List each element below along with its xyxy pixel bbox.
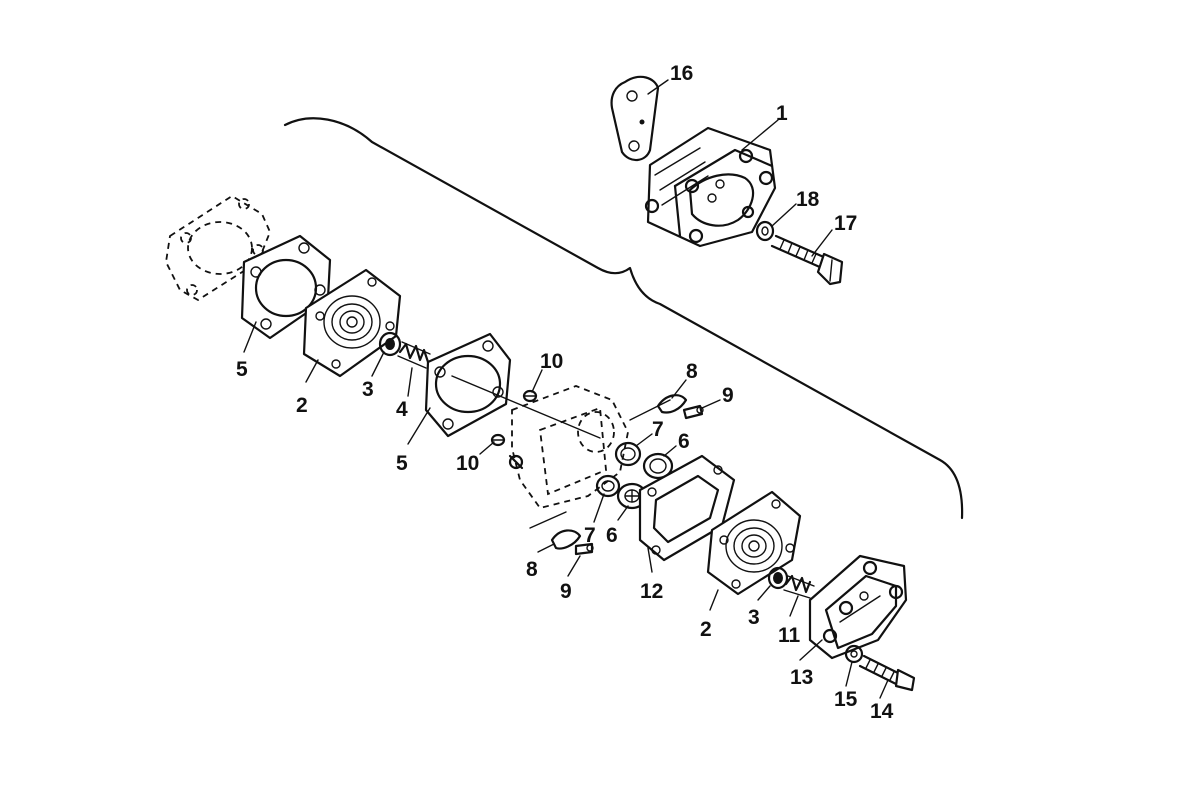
pump-body [451, 375, 629, 510]
callouts: 16 1 18 17 5 2 3 4 5 10 10 8 9 7 6 7 6 8… [236, 62, 894, 723]
callout-11: 11 [778, 624, 801, 647]
nut-top [522, 389, 538, 403]
callout-16: 16 [670, 62, 693, 85]
check-valve-top [642, 452, 674, 480]
callout-8a: 8 [686, 360, 698, 383]
spring-cup-right [767, 566, 789, 590]
callout-3b: 3 [748, 606, 760, 629]
callout-18: 18 [796, 188, 820, 211]
diaphragm-left [302, 268, 402, 378]
screw-bottom [574, 542, 594, 556]
callout-1: 1 [776, 102, 788, 125]
spring-cup-left [378, 331, 402, 357]
callout-4: 4 [396, 398, 408, 421]
callout-9a: 9 [722, 384, 734, 407]
callout-2b: 2 [700, 618, 712, 641]
assembly-brace [283, 117, 964, 520]
callout-6a: 6 [678, 430, 690, 453]
washer-bottom [844, 644, 864, 664]
o-ring-top [614, 441, 642, 467]
callout-14: 14 [870, 700, 894, 723]
callout-9b: 9 [560, 580, 572, 603]
spring [397, 341, 431, 369]
pump-cover [808, 554, 908, 660]
screw-top [682, 404, 704, 420]
cover-screw [858, 654, 916, 692]
mounting-bolt [770, 234, 844, 286]
washer [755, 220, 775, 242]
o-ring-bottom [595, 474, 621, 498]
check-valve-retainer-top [629, 394, 688, 421]
leader-lines [243, 79, 889, 699]
callout-12: 12 [640, 580, 663, 603]
callout-10b: 10 [456, 452, 479, 475]
callout-6b: 6 [606, 524, 618, 547]
check-valve-retainer-bottom [529, 511, 582, 550]
callout-17: 17 [834, 212, 857, 235]
spring-right [783, 574, 815, 599]
fuel-pump-assembly [644, 126, 777, 248]
callout-7b: 7 [584, 524, 596, 547]
callout-5b: 5 [396, 452, 408, 475]
callout-2a: 2 [296, 394, 308, 417]
callout-8b: 8 [526, 558, 538, 581]
callout-3a: 3 [362, 378, 374, 401]
pump-base-dashed [165, 194, 271, 302]
callout-10a: 10 [540, 350, 563, 373]
callout-15: 15 [834, 688, 858, 711]
callout-7a: 7 [652, 418, 664, 441]
callout-5a: 5 [236, 358, 248, 381]
mounting-gasket [610, 75, 660, 162]
callout-13: 13 [790, 666, 813, 689]
nut-bottom [490, 433, 506, 447]
gasket-middle [424, 332, 512, 438]
